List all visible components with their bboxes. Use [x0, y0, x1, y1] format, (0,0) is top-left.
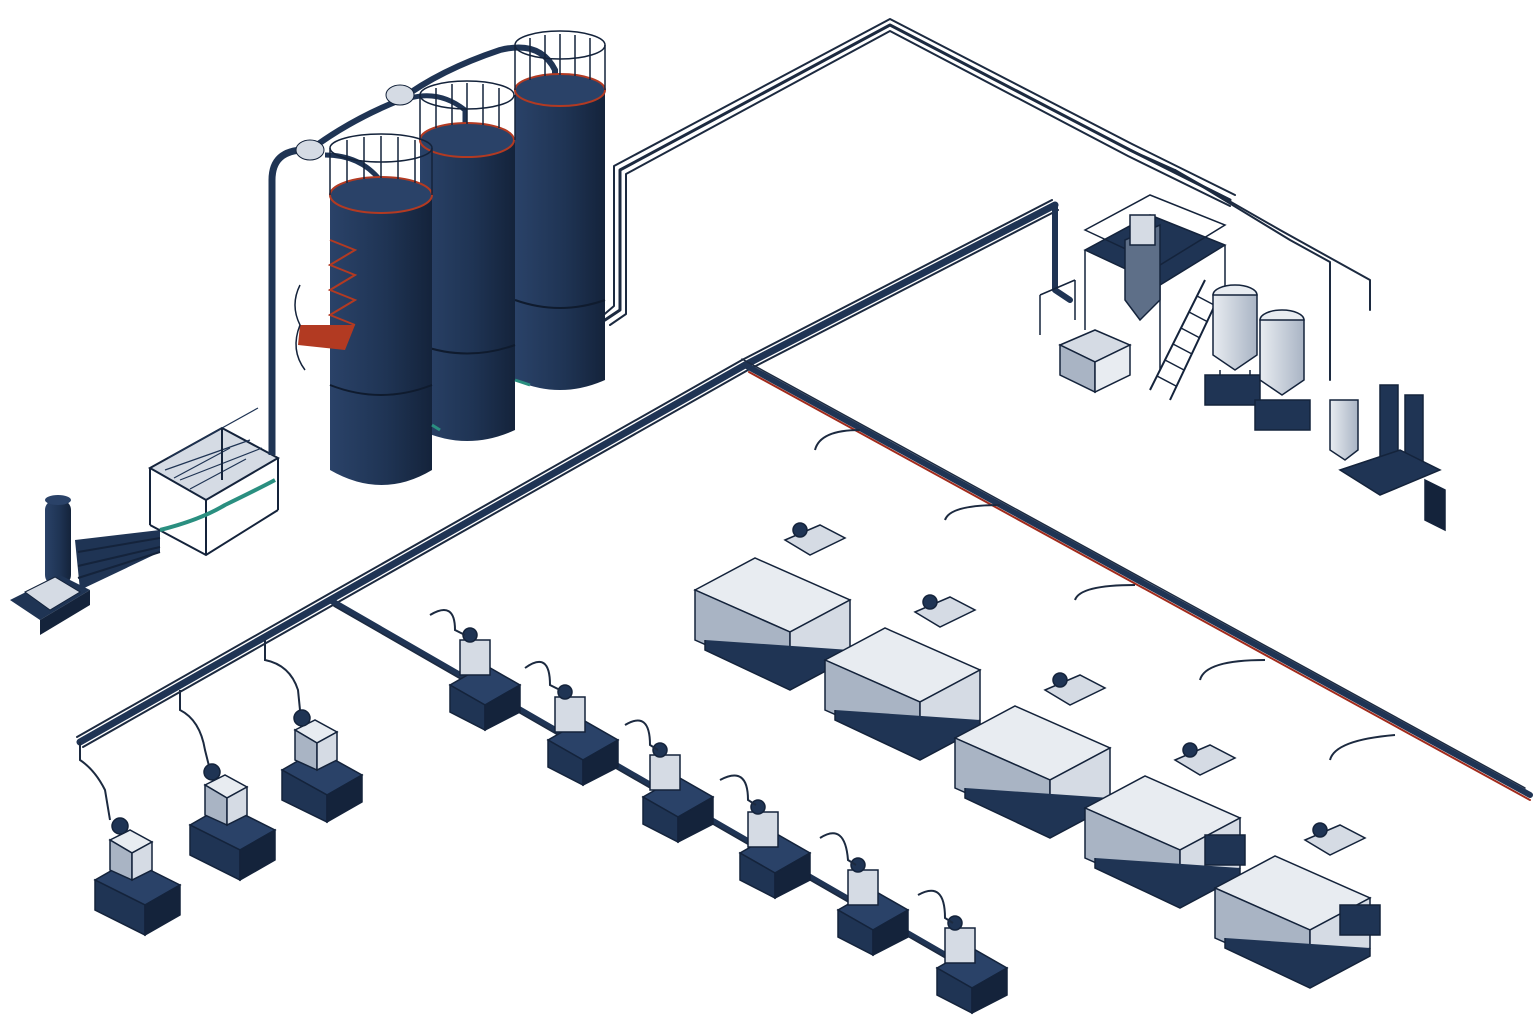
- drying-station: [1039, 194, 1446, 532]
- injection-molding-machine-icon: [1213, 734, 1396, 989]
- silo-icon: [329, 133, 433, 485]
- silo-group: [294, 30, 606, 485]
- injection-molding-machine-icon: [953, 584, 1136, 839]
- silo-icon: [419, 80, 516, 441]
- vacuum-pump-icon: [10, 495, 161, 635]
- filter-rack-icon: [147, 144, 321, 557]
- hopper-loader-icon: [546, 684, 620, 787]
- left-line-loaders: [79, 640, 364, 937]
- hopper-loader-icon: [935, 915, 1009, 1015]
- hopper-loader-icon: [93, 817, 182, 937]
- hopper-loader-icon: [836, 857, 910, 957]
- main-pipe-network: [76, 18, 1533, 981]
- injection-molding-machine-icon: [693, 429, 861, 691]
- hopper-loader-icon: [448, 627, 522, 732]
- hopper-loader-icon: [641, 742, 715, 844]
- hopper-loader-icon: [738, 799, 812, 900]
- silo-icon: [514, 30, 606, 390]
- molding-machines: [693, 429, 1396, 989]
- middle-line-units: [429, 609, 1009, 1015]
- hopper-loader-icon: [280, 709, 364, 824]
- injection-molding-machine-icon: [1083, 659, 1266, 909]
- injection-molding-machine-icon: [823, 504, 1001, 761]
- hopper-loader-icon: [188, 763, 277, 882]
